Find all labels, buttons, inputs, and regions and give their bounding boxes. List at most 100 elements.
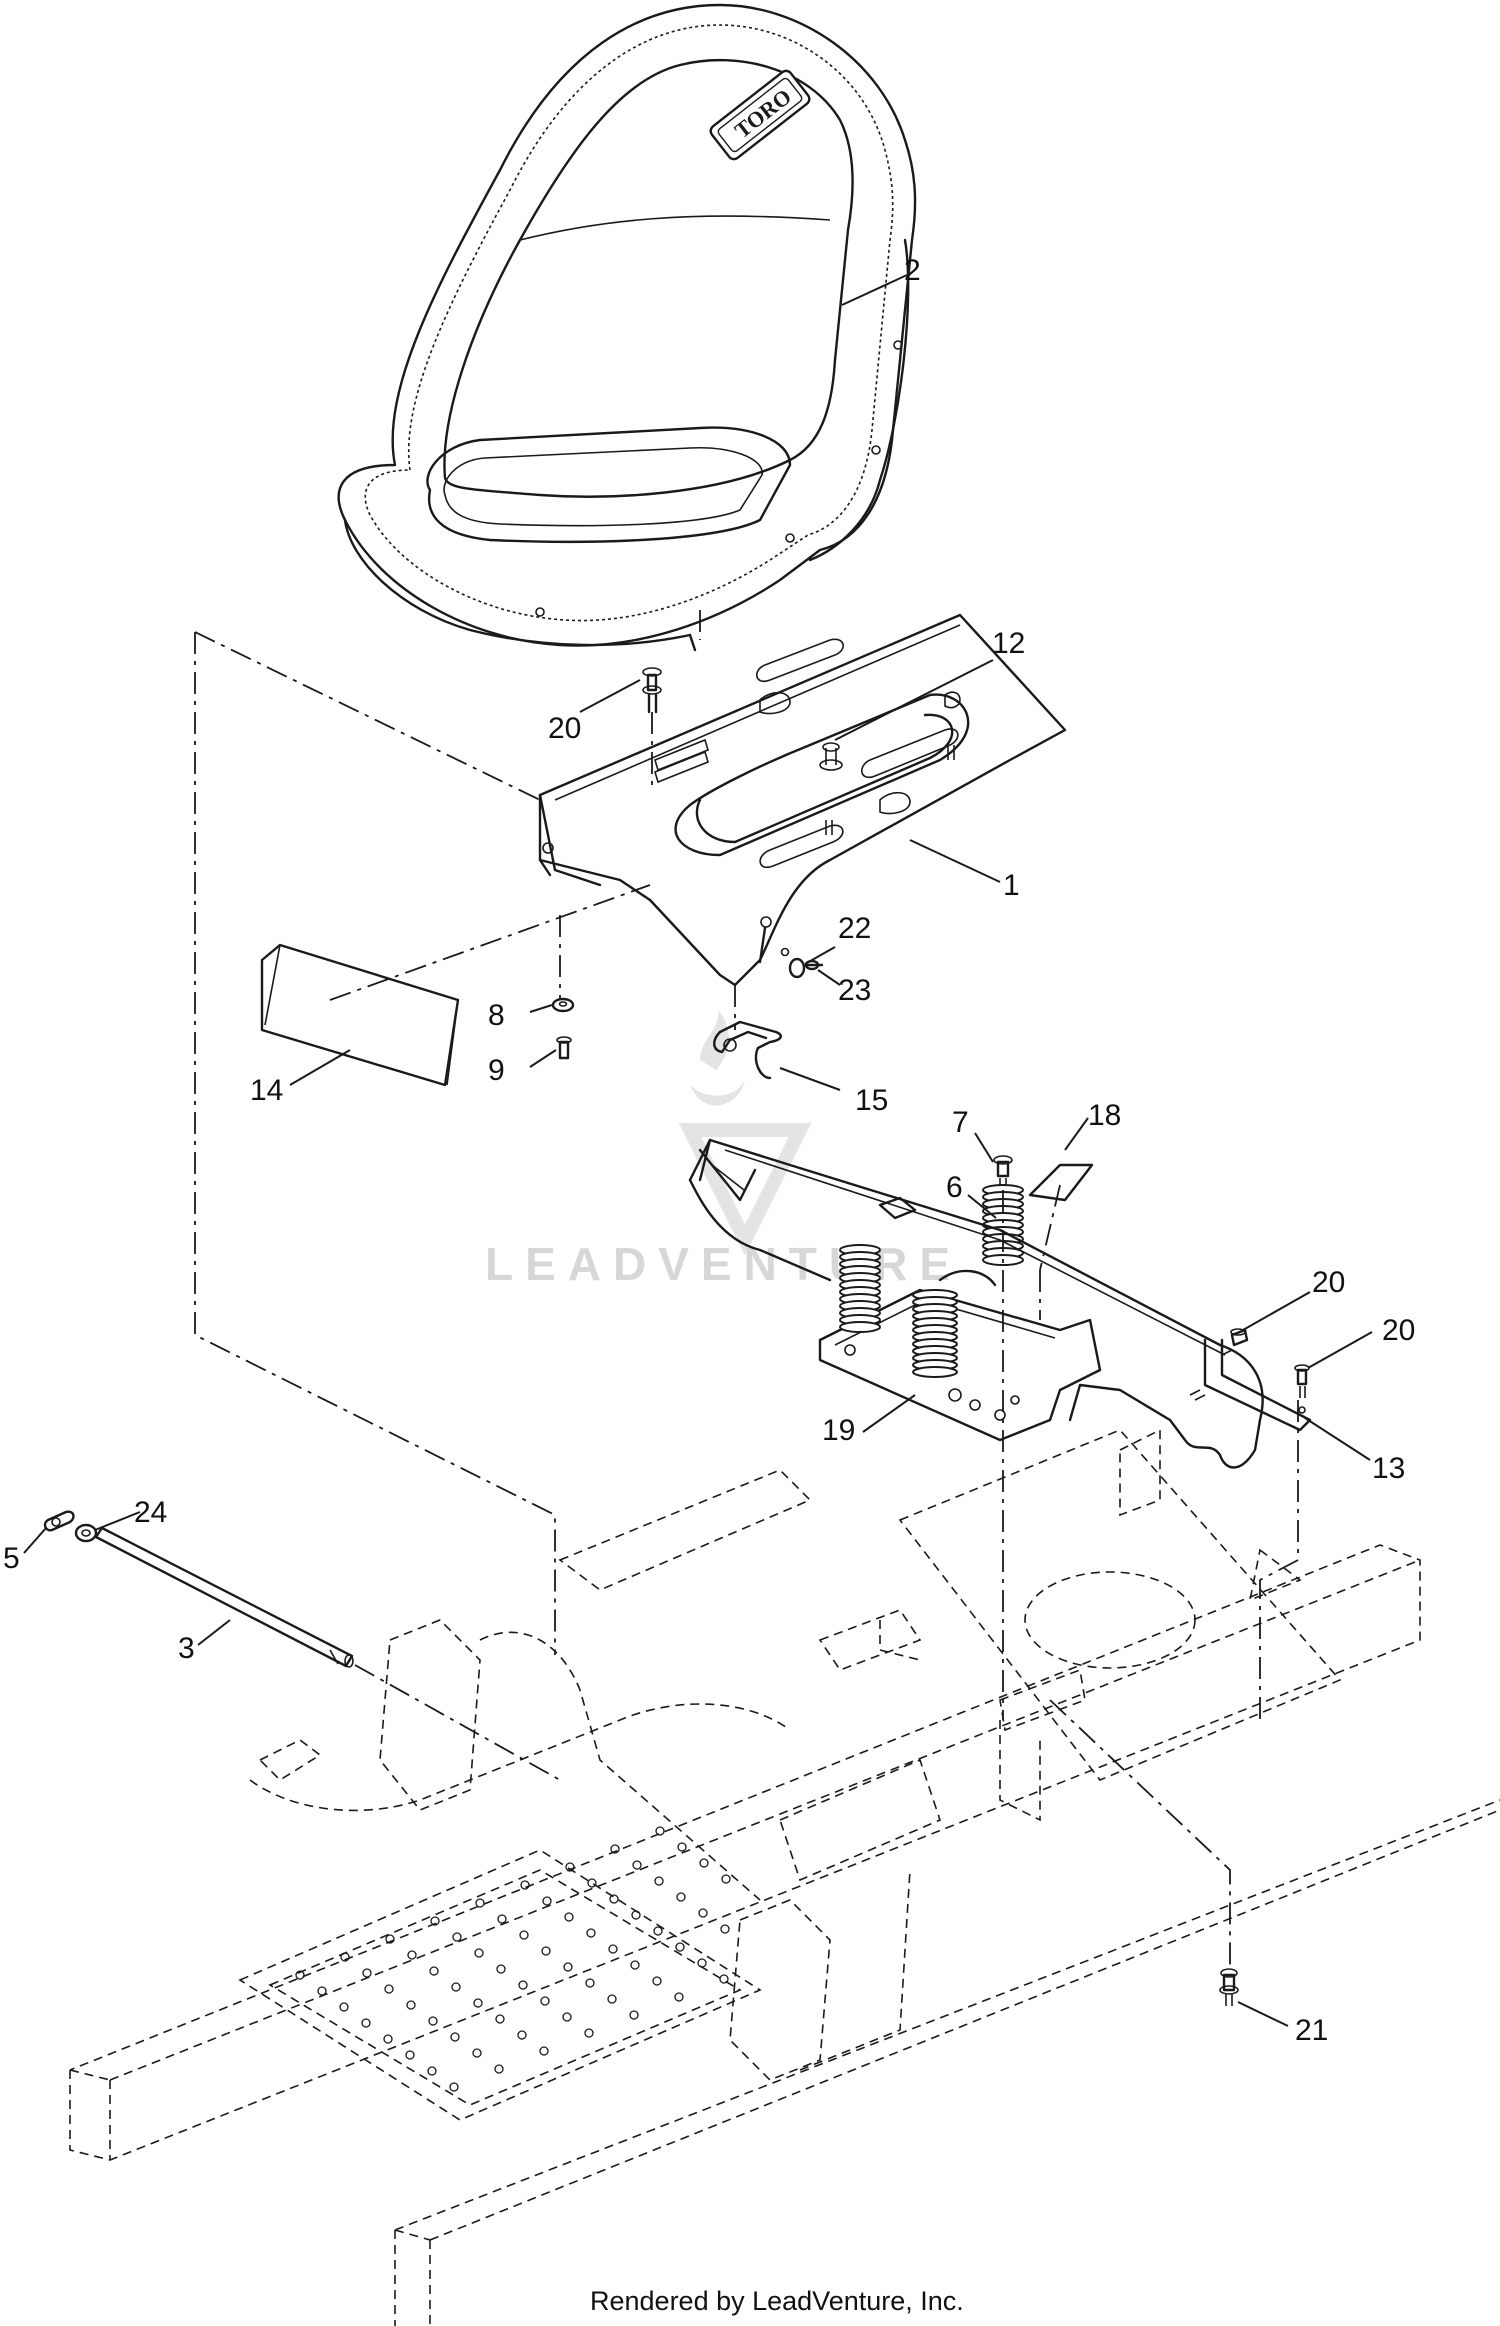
floor-hole — [427, 2066, 437, 2076]
floor-hole — [654, 1876, 664, 1886]
callout-20-right-lower: 20 — [1382, 1314, 1415, 1347]
floor-hole — [610, 1844, 620, 1854]
spring-upper — [982, 1184, 1024, 1266]
floor-hole — [450, 2032, 460, 2042]
callout-9: 9 — [488, 1054, 505, 1087]
floor-hole — [630, 1960, 640, 1970]
floor-hole — [518, 1980, 528, 1990]
floor-hole — [565, 1862, 575, 1872]
tractor-frame — [69, 1428, 1500, 2326]
floor-hole — [607, 1994, 617, 2004]
floor-hole — [542, 1896, 552, 1906]
floor-hole — [405, 2050, 415, 2060]
footer-credit: Rendered by LeadVenture, Inc. — [590, 2286, 964, 2316]
floor-hole — [472, 2048, 482, 2058]
floor-hole — [629, 2010, 639, 2020]
callout-8: 8 — [488, 999, 505, 1032]
callout-1: 1 — [1003, 869, 1020, 902]
floor-hole — [475, 1898, 485, 1908]
callout-3: 3 — [178, 1632, 195, 1665]
floor-hole — [474, 1948, 484, 1958]
spring-center — [912, 1289, 958, 1378]
floor-hole — [340, 1952, 350, 1962]
callout-21: 21 — [1295, 2014, 1328, 2047]
seat-plate — [538, 613, 1067, 987]
callout-7: 7 — [952, 1106, 969, 1139]
callouts: 2 12 20 1 22 23 8 9 14 15 18 7 6 20 20 1… — [3, 254, 1415, 2047]
floor-hole — [541, 1946, 551, 1956]
floor-hole — [406, 2000, 416, 2010]
floor-hole — [587, 1878, 597, 1888]
floor-hole — [361, 2018, 371, 2028]
floor-hole — [632, 1860, 642, 1870]
floor-hole — [428, 2016, 438, 2026]
floor-hole — [317, 1986, 327, 1996]
seat-frame-arm — [688, 1138, 1312, 1469]
callout-22: 22 — [838, 912, 871, 945]
pivot-rod — [94, 1526, 354, 1668]
floor-hole — [473, 1998, 483, 2008]
assembly-lines — [194, 610, 1299, 1965]
floor-hole — [496, 1964, 506, 1974]
floor-holes — [295, 1826, 731, 2092]
floor-hole — [452, 1932, 462, 1942]
floor-hole — [520, 1880, 530, 1890]
leadventure-watermark: LEADVENTURE — [485, 1010, 962, 1290]
callout-24: 24 — [134, 1496, 167, 1529]
floor-hole — [675, 1942, 685, 1952]
callout-15: 15 — [855, 1084, 888, 1117]
floor-hole — [385, 1934, 395, 1944]
floor-hole — [563, 1962, 573, 1972]
floor-hole — [653, 1926, 663, 1936]
floor-hole — [585, 1978, 595, 1988]
floor-hole — [383, 2034, 393, 2044]
floor-hole — [494, 2064, 504, 2074]
floor-hole — [562, 2012, 572, 2022]
floor-hole — [609, 1894, 619, 1904]
floor-hole — [407, 1950, 417, 1960]
floor-hole — [295, 1970, 305, 1980]
callout-23: 23 — [838, 974, 871, 1007]
floor-hole — [608, 1944, 618, 1954]
watermark-text: LEADVENTURE — [485, 1238, 962, 1290]
floor-hole — [674, 1992, 684, 2002]
toro-badge: TORO — [709, 69, 811, 161]
floor-hole — [339, 2002, 349, 2012]
floor-hole — [362, 1968, 372, 1978]
floor-hole — [449, 2082, 459, 2092]
floor-hole — [517, 2030, 527, 2040]
floor-hole — [586, 1928, 596, 1938]
floor-hole — [697, 1958, 707, 1968]
floor-hole — [384, 1984, 394, 1994]
floor-hole — [699, 1858, 709, 1868]
seat: TORO — [337, 3, 917, 652]
floor-hole — [430, 1916, 440, 1926]
springs — [839, 1184, 1024, 1378]
floor-hole — [721, 1874, 731, 1884]
floor-hole — [652, 1976, 662, 1986]
floor-hole — [720, 1924, 730, 1934]
callout-12: 12 — [992, 627, 1025, 660]
floor-hole — [564, 1912, 574, 1922]
floor-hole — [519, 1930, 529, 1940]
callout-5: 5 — [3, 1542, 20, 1575]
floor-hole — [451, 1982, 461, 1992]
floor-hole — [584, 2028, 594, 2038]
decal-18 — [1028, 1163, 1094, 1202]
callout-13: 13 — [1372, 1452, 1405, 1485]
floor-hole — [676, 1892, 686, 1902]
callout-20-right-upper: 20 — [1312, 1266, 1345, 1299]
floor-hole — [429, 1966, 439, 1976]
callout-2: 2 — [904, 254, 921, 287]
leader-lines — [23, 274, 1373, 2027]
callout-14: 14 — [250, 1074, 283, 1107]
callout-18: 18 — [1088, 1099, 1121, 1132]
spring-left — [839, 1244, 881, 1333]
decal-14 — [260, 943, 460, 1087]
hardware — [43, 667, 1310, 2006]
callout-19: 19 — [822, 1414, 855, 1447]
floor-hole — [495, 2014, 505, 2024]
floor-hole — [539, 2046, 549, 2056]
floor-hole — [698, 1908, 708, 1918]
